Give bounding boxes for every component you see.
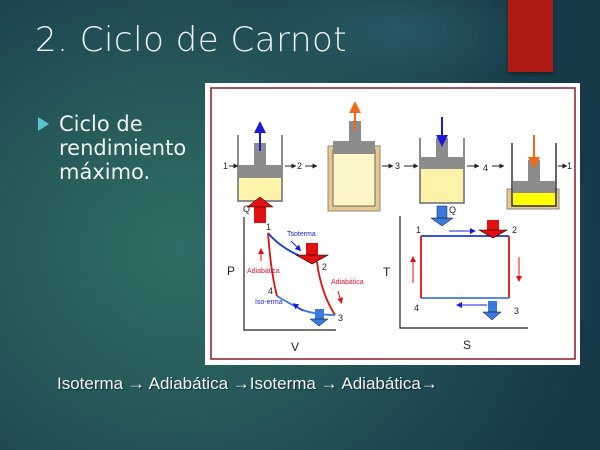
bullet-text: Ciclo de rendimiento máximo.	[59, 112, 187, 184]
triangle-bullet-icon	[38, 117, 49, 131]
pv-diagram: P V 1 2 3 4 Tsoterma Adiabática Adiabáti…	[227, 217, 364, 354]
bullet-item: Ciclo de rendimiento máximo.	[38, 112, 209, 184]
svg-text:1: 1	[567, 161, 572, 171]
svg-text:3: 3	[395, 161, 400, 171]
svg-text:Adiabática: Adiabática	[247, 268, 280, 275]
svg-text:4: 4	[483, 163, 488, 173]
svg-text:1: 1	[416, 225, 421, 235]
cylinder-2	[327, 101, 381, 212]
svg-text:3: 3	[514, 306, 519, 316]
svg-text:Q: Q	[449, 205, 456, 215]
cylinder-1: Q	[237, 121, 283, 223]
svg-text:2: 2	[322, 262, 327, 272]
svg-text:S: S	[463, 338, 471, 352]
cylinder-3: Q	[419, 117, 465, 227]
carnot-cycle-figure: Q Q	[205, 83, 580, 365]
svg-text:4: 4	[268, 286, 273, 296]
transition-labels: 1 2 3 4 1	[223, 161, 572, 173]
svg-text:V: V	[291, 340, 299, 354]
background-glow	[250, 0, 550, 90]
svg-text:Q: Q	[243, 204, 250, 214]
svg-text:2: 2	[297, 161, 302, 171]
slide-title: 2. Ciclo de Carnot	[35, 20, 348, 60]
svg-text:1: 1	[223, 161, 228, 171]
svg-text:1: 1	[266, 222, 271, 232]
svg-text:4: 4	[414, 303, 419, 313]
svg-text:P: P	[227, 264, 235, 278]
ts-diagram: T S 1 2 3 4	[383, 216, 528, 352]
accent-bar	[508, 0, 553, 72]
svg-text:Tsoterma: Tsoterma	[287, 231, 316, 238]
svg-text:2: 2	[512, 225, 517, 235]
svg-text:Adiabática: Adiabática	[331, 279, 364, 286]
figure-border	[210, 87, 576, 360]
process-sequence: Isoterma → Adiabática →Isoterma → Adiabá…	[57, 374, 438, 393]
svg-text:Iso-erma: Iso-erma	[255, 299, 283, 306]
svg-text:T: T	[383, 265, 391, 279]
cylinder-4	[506, 135, 560, 210]
svg-text:3: 3	[338, 313, 343, 323]
